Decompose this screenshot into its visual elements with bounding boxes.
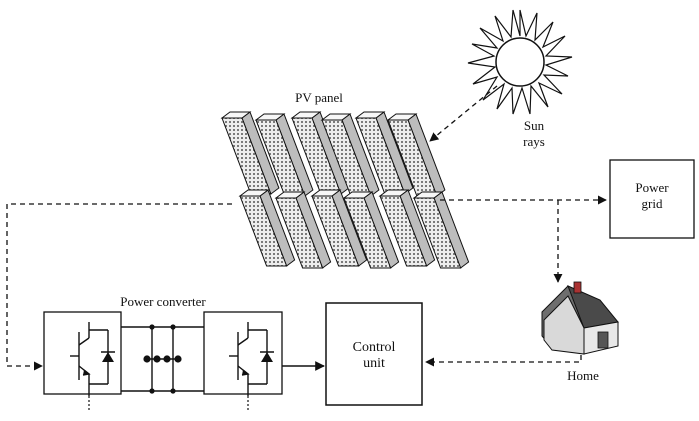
house-icon bbox=[541, 281, 619, 355]
capacitor-nodes bbox=[143, 324, 182, 394]
panel-to-converter-dashed-link bbox=[6, 203, 232, 371]
pv-module bbox=[354, 111, 414, 195]
diode-icon bbox=[101, 351, 115, 362]
control-unit-box bbox=[325, 302, 423, 406]
sun-icon bbox=[467, 9, 573, 115]
converter-block-left bbox=[43, 311, 122, 395]
pv-module bbox=[290, 111, 350, 195]
pv-module bbox=[342, 191, 400, 269]
solar-panel-icon bbox=[220, 111, 470, 269]
power-grid-label: Power grid bbox=[635, 180, 669, 211]
pv-module bbox=[254, 113, 314, 197]
terminal-leads bbox=[88, 396, 249, 412]
pv-module bbox=[412, 191, 470, 269]
sun-rays-label: Sun rays bbox=[523, 118, 545, 149]
igbt-transistor-icon bbox=[70, 322, 109, 396]
pv-panel-label: PV panel bbox=[295, 90, 343, 105]
pv-module bbox=[274, 191, 332, 269]
pv-module bbox=[238, 189, 296, 267]
capacitor-icon bbox=[121, 326, 204, 392]
pv-module bbox=[220, 111, 280, 195]
power-grid-box bbox=[609, 159, 695, 239]
power-converter-label: Power converter bbox=[120, 294, 206, 309]
converter-block-right bbox=[203, 311, 283, 395]
home-to-control-dashed-link bbox=[425, 355, 582, 367]
control-unit-label: Control unit bbox=[352, 340, 396, 371]
pv-module bbox=[310, 189, 368, 267]
sun-rays-arrow bbox=[429, 85, 498, 142]
pv-module bbox=[378, 189, 436, 267]
diode-icon bbox=[260, 351, 274, 362]
home-label: Home bbox=[567, 368, 599, 383]
